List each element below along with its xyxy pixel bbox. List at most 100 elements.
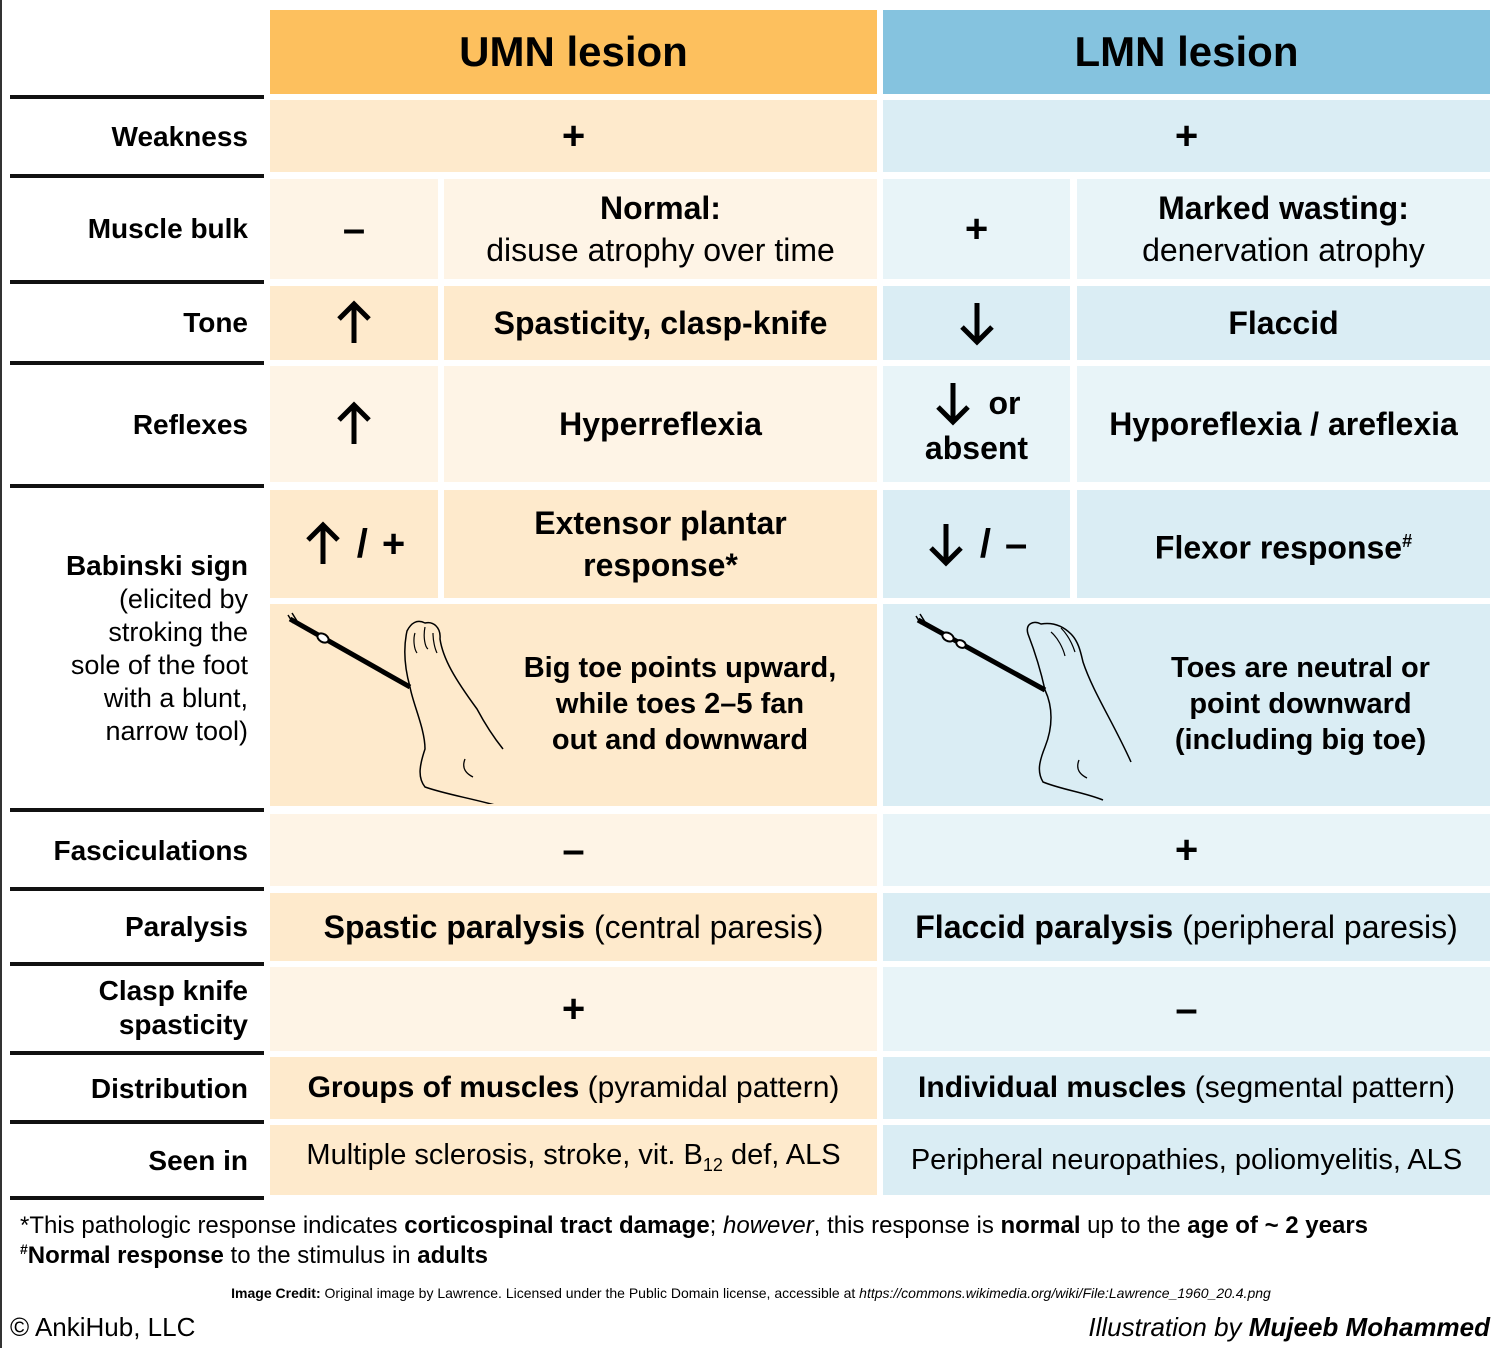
lmn-babinski-illustration-cell: Toes are neutral or point downward (incl… bbox=[883, 604, 1490, 806]
minus-sign: – bbox=[342, 206, 366, 251]
umn-paralysis-cell: Spastic paralysis (central paresis) bbox=[270, 893, 877, 961]
umn-babinski-text-1: Extensor plantar bbox=[534, 505, 787, 541]
umn-desc-line-1: Big toe points upward, bbox=[523, 652, 837, 684]
lmn-paralysis-cell: Flaccid paralysis (peripheral paresis) bbox=[883, 893, 1490, 961]
row-divider bbox=[10, 280, 264, 284]
down-arrow-icon bbox=[935, 383, 970, 426]
umn-babinski-text-2: response* bbox=[583, 547, 738, 583]
row-divider bbox=[10, 361, 264, 365]
lmn-distribution-note: (segmental pattern) bbox=[1186, 1071, 1455, 1104]
lmn-weakness-cell: + bbox=[883, 100, 1490, 172]
row-divider bbox=[10, 1051, 264, 1055]
umn-seen-in-sub: 12 bbox=[702, 1154, 723, 1175]
umn-muscle-bulk-symbol-cell: – bbox=[270, 179, 438, 279]
lmn-paralysis-bold: Flaccid paralysis bbox=[915, 909, 1174, 945]
image-credit: Image Credit: Original image by Lawrence… bbox=[0, 1285, 1502, 1301]
row-divider bbox=[10, 962, 264, 966]
lmn-distribution-bold: Individual muscles bbox=[918, 1071, 1187, 1104]
umn-babinski-symbol-cell: / + bbox=[270, 490, 438, 598]
lmn-reflexes-symbol-cell: or absent bbox=[883, 366, 1070, 482]
fn-bold: Normal response bbox=[27, 1242, 224, 1269]
plus-sign: + bbox=[1174, 827, 1199, 872]
credit-url[interactable]: https://commons.wikimedia.org/wiki/File:… bbox=[859, 1285, 1271, 1301]
plus-sign: + bbox=[561, 986, 586, 1031]
row-label-paralysis: Paralysis bbox=[125, 911, 248, 942]
umn-seen-in-cell: Multiple sclerosis, stroke, vit. B12 def… bbox=[270, 1125, 877, 1195]
fn-bold: corticospinal tract damage bbox=[404, 1212, 710, 1239]
lmn-babinski-text-cell: Flexor response# bbox=[1077, 490, 1490, 598]
row-divider bbox=[10, 1196, 264, 1200]
flexor-response-foot-illustration bbox=[915, 613, 1132, 801]
umn-distribution-bold: Groups of muscles bbox=[307, 1071, 580, 1104]
umn-desc-line-3: out and downward bbox=[551, 724, 809, 756]
down-arrow-icon bbox=[959, 303, 994, 346]
plus-sign: + bbox=[1174, 113, 1199, 158]
copyright: © AnkiHub, LLC bbox=[10, 1312, 196, 1342]
illustration-author: Mujeeb Mohammed bbox=[1248, 1312, 1490, 1342]
fn-bold: age of ~ 2 years bbox=[1187, 1212, 1369, 1239]
lmn-muscle-bulk-text-cell: Marked wasting: denervation atrophy bbox=[1077, 179, 1490, 279]
umn-seen-in-text: Multiple sclerosis, stroke, vit. B12 def… bbox=[306, 1134, 840, 1186]
umn-muscle-bulk-title: Normal: bbox=[600, 190, 721, 226]
umn-distribution-cell: Groups of muscles (pyramidal pattern) bbox=[270, 1057, 877, 1119]
lmn-muscle-bulk-title: Marked wasting: bbox=[1158, 190, 1409, 226]
fn-text: up to the bbox=[1080, 1212, 1188, 1239]
umn-paralysis-bold: Spastic paralysis bbox=[323, 909, 586, 945]
babinski-note-5: narrow tool) bbox=[105, 716, 248, 746]
fn-text: ; bbox=[709, 1212, 724, 1239]
lmn-seen-in-cell: Peripheral neuropathies, poliomyelitis, … bbox=[883, 1125, 1490, 1195]
umn-clasp-knife-cell: + bbox=[270, 967, 877, 1051]
lmn-babinski-text: Flexor response# bbox=[1155, 520, 1412, 569]
lmn-muscle-bulk-detail: denervation atrophy bbox=[1142, 232, 1425, 268]
umn-babinski-text-cell: Extensor plantar response* bbox=[444, 490, 877, 598]
clasp-knife-label-1: Clasp knife bbox=[98, 975, 248, 1006]
minus-sign: – bbox=[1175, 986, 1198, 1031]
lmn-seen-in-text: Peripheral neuropathies, poliomyelitis, … bbox=[910, 1144, 1463, 1176]
umn-muscle-bulk-text-cell: Normal: disuse atrophy over time bbox=[444, 179, 877, 279]
babinski-note-3: sole of the foot bbox=[70, 650, 248, 680]
fn-text: to the stimulus in bbox=[223, 1242, 418, 1269]
umn-reflexes-text-cell: Hyperreflexia bbox=[444, 366, 877, 482]
umn-reflexes-text: Hyperreflexia bbox=[559, 406, 762, 442]
row-divider bbox=[10, 174, 264, 178]
umn-desc-line-2: while toes 2–5 fan bbox=[555, 688, 805, 720]
fn-bold: normal bbox=[1000, 1212, 1081, 1239]
up-arrow-icon bbox=[305, 521, 340, 564]
lmn-reflexes-text: Hyporeflexia / areflexia bbox=[1109, 406, 1458, 442]
lmn-distribution-cell: Individual muscles (segmental pattern) bbox=[883, 1057, 1490, 1119]
hash-mark: # bbox=[1402, 530, 1413, 551]
umn-paralysis-text: Spastic paralysis (central paresis) bbox=[324, 906, 824, 948]
row-divider bbox=[10, 1120, 264, 1124]
minus-sign: – bbox=[562, 827, 585, 872]
lmn-fasciculations-cell: + bbox=[883, 814, 1490, 886]
umn-paralysis-note: (central paresis) bbox=[585, 909, 824, 945]
lmn-tone-symbol-cell bbox=[883, 286, 1070, 360]
lmn-header-title: LMN lesion bbox=[1074, 28, 1299, 75]
row-label-muscle-bulk: Muscle bulk bbox=[87, 213, 248, 244]
umn-tone-text-cell: Spasticity, clasp-knife bbox=[444, 286, 877, 360]
row-label-reflexes: Reflexes bbox=[132, 409, 248, 440]
umn-tone-symbol-cell bbox=[270, 286, 438, 360]
lmn-reflexes-text-cell: Hyporeflexia / areflexia bbox=[1077, 366, 1490, 482]
fn-text: This pathologic response indicates bbox=[29, 1212, 405, 1239]
fn-text: , this response is bbox=[813, 1212, 1001, 1239]
footnote-hash: #Normal response to the stimulus in adul… bbox=[20, 1241, 488, 1270]
fn-bold: adults bbox=[417, 1242, 488, 1269]
lmn-paralysis-text: Flaccid paralysis (peripheral paresis) bbox=[915, 906, 1457, 948]
plus-sign: + bbox=[381, 521, 406, 566]
lmn-muscle-bulk-symbol-cell: + bbox=[883, 179, 1070, 279]
umn-fasciculations-cell: – bbox=[270, 814, 877, 886]
illustration-prefix: Illustration by bbox=[1088, 1312, 1249, 1342]
babinski-title: Babinski sign bbox=[65, 550, 248, 581]
row-divider bbox=[10, 95, 264, 99]
umn-distribution-note: (pyramidal pattern) bbox=[579, 1071, 840, 1104]
umn-seen-in-post: def, ALS bbox=[722, 1139, 841, 1172]
left-border bbox=[0, 0, 2, 1348]
row-label-clasp-knife: Clasp knife spasticity bbox=[99, 974, 248, 1042]
row-divider bbox=[10, 887, 264, 891]
lmn-header: LMN lesion bbox=[883, 10, 1490, 94]
umn-muscle-bulk-detail: disuse atrophy over time bbox=[486, 232, 835, 268]
minus-sign: – bbox=[1004, 521, 1028, 566]
lmn-tone-text-cell: Flaccid bbox=[1077, 286, 1490, 360]
slash-separator: / bbox=[356, 521, 368, 566]
